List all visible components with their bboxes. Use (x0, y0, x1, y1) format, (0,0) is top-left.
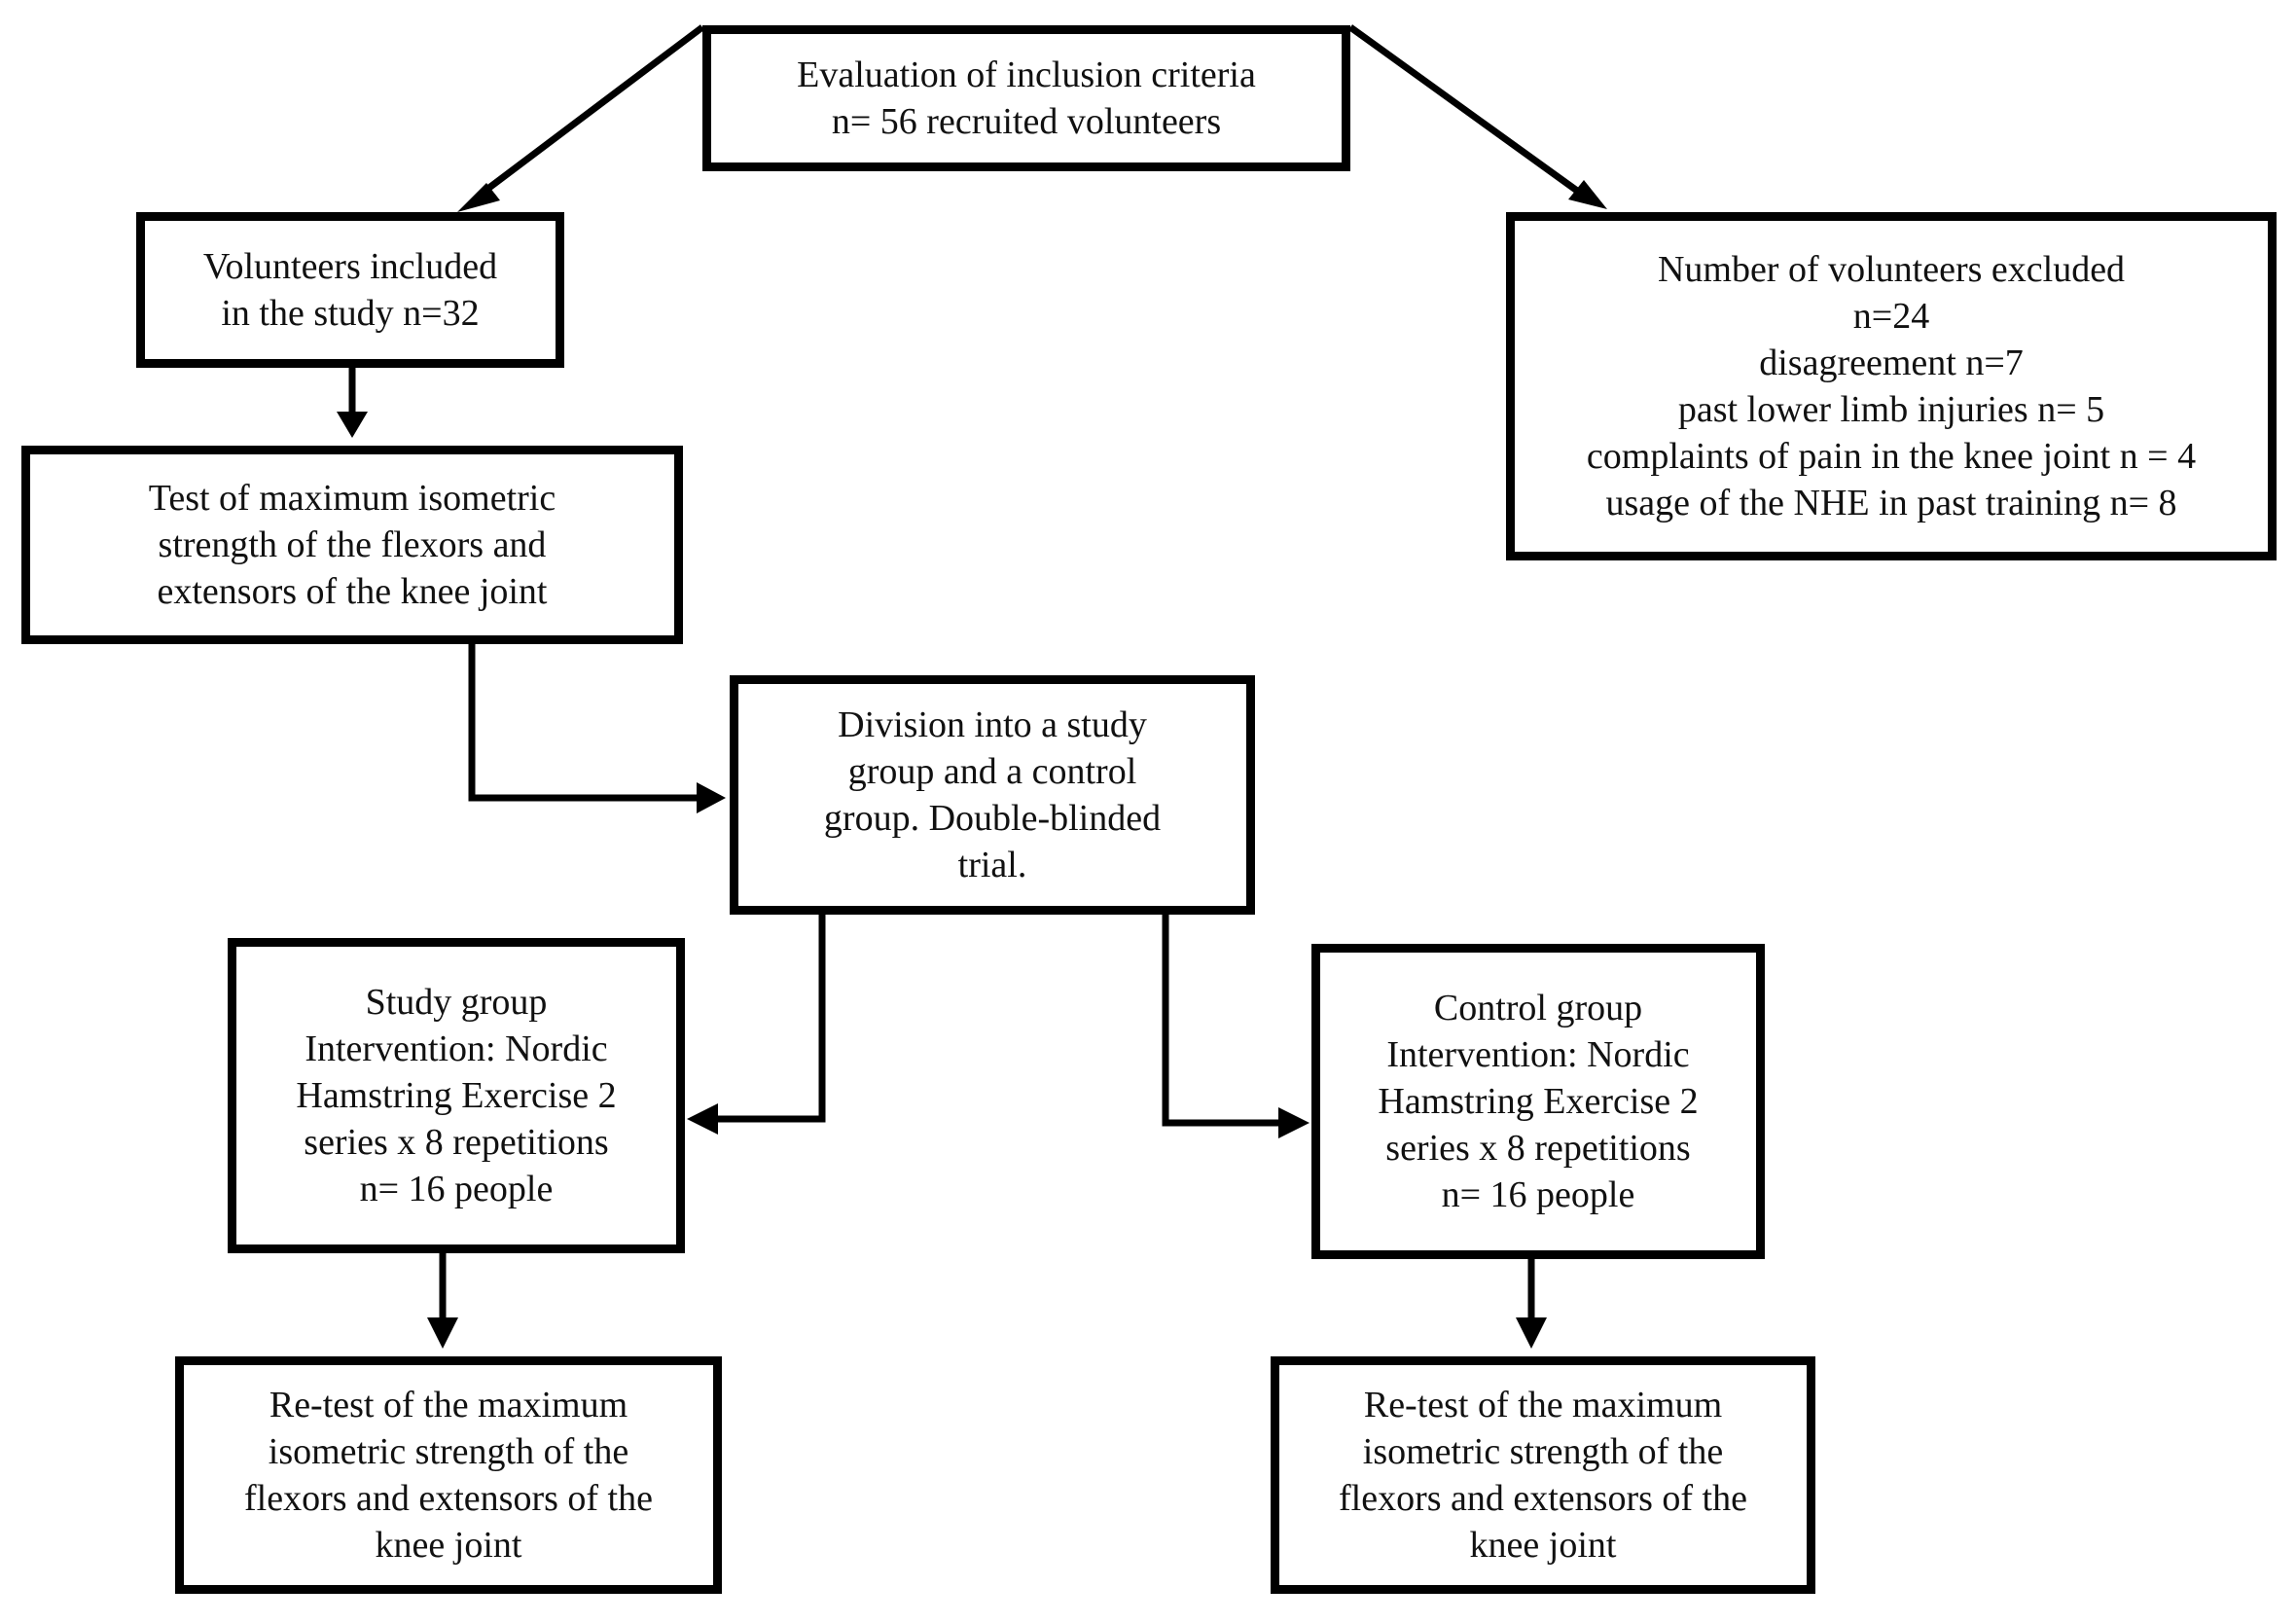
study-group-box: Study group Intervention: Nordic Hamstri… (228, 938, 685, 1253)
control-group-line-3: Hamstring Exercise 2 (1378, 1081, 1699, 1122)
excluded-box: Number of volunteers excluded n=24 disag… (1506, 212, 2277, 560)
division-line-2: group and a control (847, 751, 1137, 792)
evaluation-line-1: Evaluation of inclusion criteria (797, 54, 1256, 95)
study-group-line-5: n= 16 people (359, 1169, 554, 1209)
arrowhead-excluded (1568, 180, 1607, 209)
excluded-line-6: usage of the NHE in past training n= 8 (1605, 483, 2177, 523)
excluded-line-2: n=24 (1852, 296, 1930, 337)
division-line-4: trial. (957, 845, 1027, 885)
included-line-2: in the study n=32 (221, 293, 480, 334)
included-box: Volunteers included in the study n=32 (136, 212, 564, 368)
control-group-box: Control group Intervention: Nordic Hamst… (1311, 944, 1765, 1259)
arrowhead-control-group (1278, 1107, 1309, 1138)
control-group-line-2: Intervention: Nordic (1386, 1034, 1690, 1075)
study-group-line-2: Intervention: Nordic (305, 1028, 608, 1069)
control-group-line-1: Control group (1433, 988, 1643, 1028)
retest-study-line-3: flexors and extensors of the (244, 1478, 653, 1519)
evaluation-box: Evaluation of inclusion criteria n= 56 r… (702, 25, 1350, 171)
excluded-line-4: past lower limb injuries n= 5 (1677, 389, 2105, 430)
arrowhead-retest-study (427, 1317, 458, 1349)
excluded-line-3: disagreement n=7 (1759, 343, 2024, 383)
study-group-line-3: Hamstring Exercise 2 (296, 1075, 617, 1116)
arrowhead-test (337, 412, 368, 438)
retest-study-line-2: isometric strength of the (268, 1431, 629, 1472)
study-group-line-4: series x 8 repetitions (304, 1122, 609, 1163)
evaluation-line-2: n= 56 recruited volunteers (831, 101, 1222, 142)
division-line-3: group. Double-blinded (823, 798, 1162, 839)
retest-control-line-3: flexors and extensors of the (1339, 1478, 1747, 1519)
retest-study-box: Re-test of the maximum isometric strengt… (175, 1356, 722, 1594)
retest-study-line-1: Re-test of the maximum (269, 1385, 628, 1425)
study-group-line-1: Study group (365, 982, 548, 1023)
test-box: Test of maximum isometric strength of th… (21, 446, 683, 644)
retest-study-line-4: knee joint (375, 1525, 522, 1566)
excluded-line-1: Number of volunteers excluded (1657, 249, 2126, 290)
test-line-2: strength of the flexors and (158, 524, 547, 565)
division-box: Division into a study group and a contro… (730, 675, 1255, 915)
arrow-evaluation-to-excluded (1347, 24, 1587, 198)
excluded-line-5: complaints of pain in the knee joint n =… (1586, 436, 2197, 477)
arrow-division-to-study-group (712, 913, 826, 1123)
retest-control-line-2: isometric strength of the (1362, 1431, 1724, 1472)
retest-control-line-1: Re-test of the maximum (1363, 1385, 1723, 1425)
arrowhead-study-group (687, 1103, 718, 1135)
arrow-division-to-control-group (1162, 913, 1284, 1127)
arrowhead-retest-control (1516, 1317, 1547, 1349)
test-line-3: extensors of the knee joint (157, 571, 548, 612)
arrow-evaluation-to-included (476, 24, 705, 198)
control-group-line-4: series x 8 repetitions (1385, 1128, 1691, 1169)
test-line-1: Test of maximum isometric (148, 478, 556, 519)
retest-control-box: Re-test of the maximum isometric strengt… (1271, 1356, 1815, 1594)
retest-control-line-4: knee joint (1469, 1525, 1617, 1566)
arrowhead-included (457, 183, 500, 212)
arrow-test-to-division (468, 642, 702, 802)
division-line-1: Division into a study (838, 704, 1147, 745)
included-line-1: Volunteers included (202, 246, 498, 287)
arrowhead-division (697, 782, 726, 813)
control-group-line-5: n= 16 people (1441, 1174, 1635, 1215)
